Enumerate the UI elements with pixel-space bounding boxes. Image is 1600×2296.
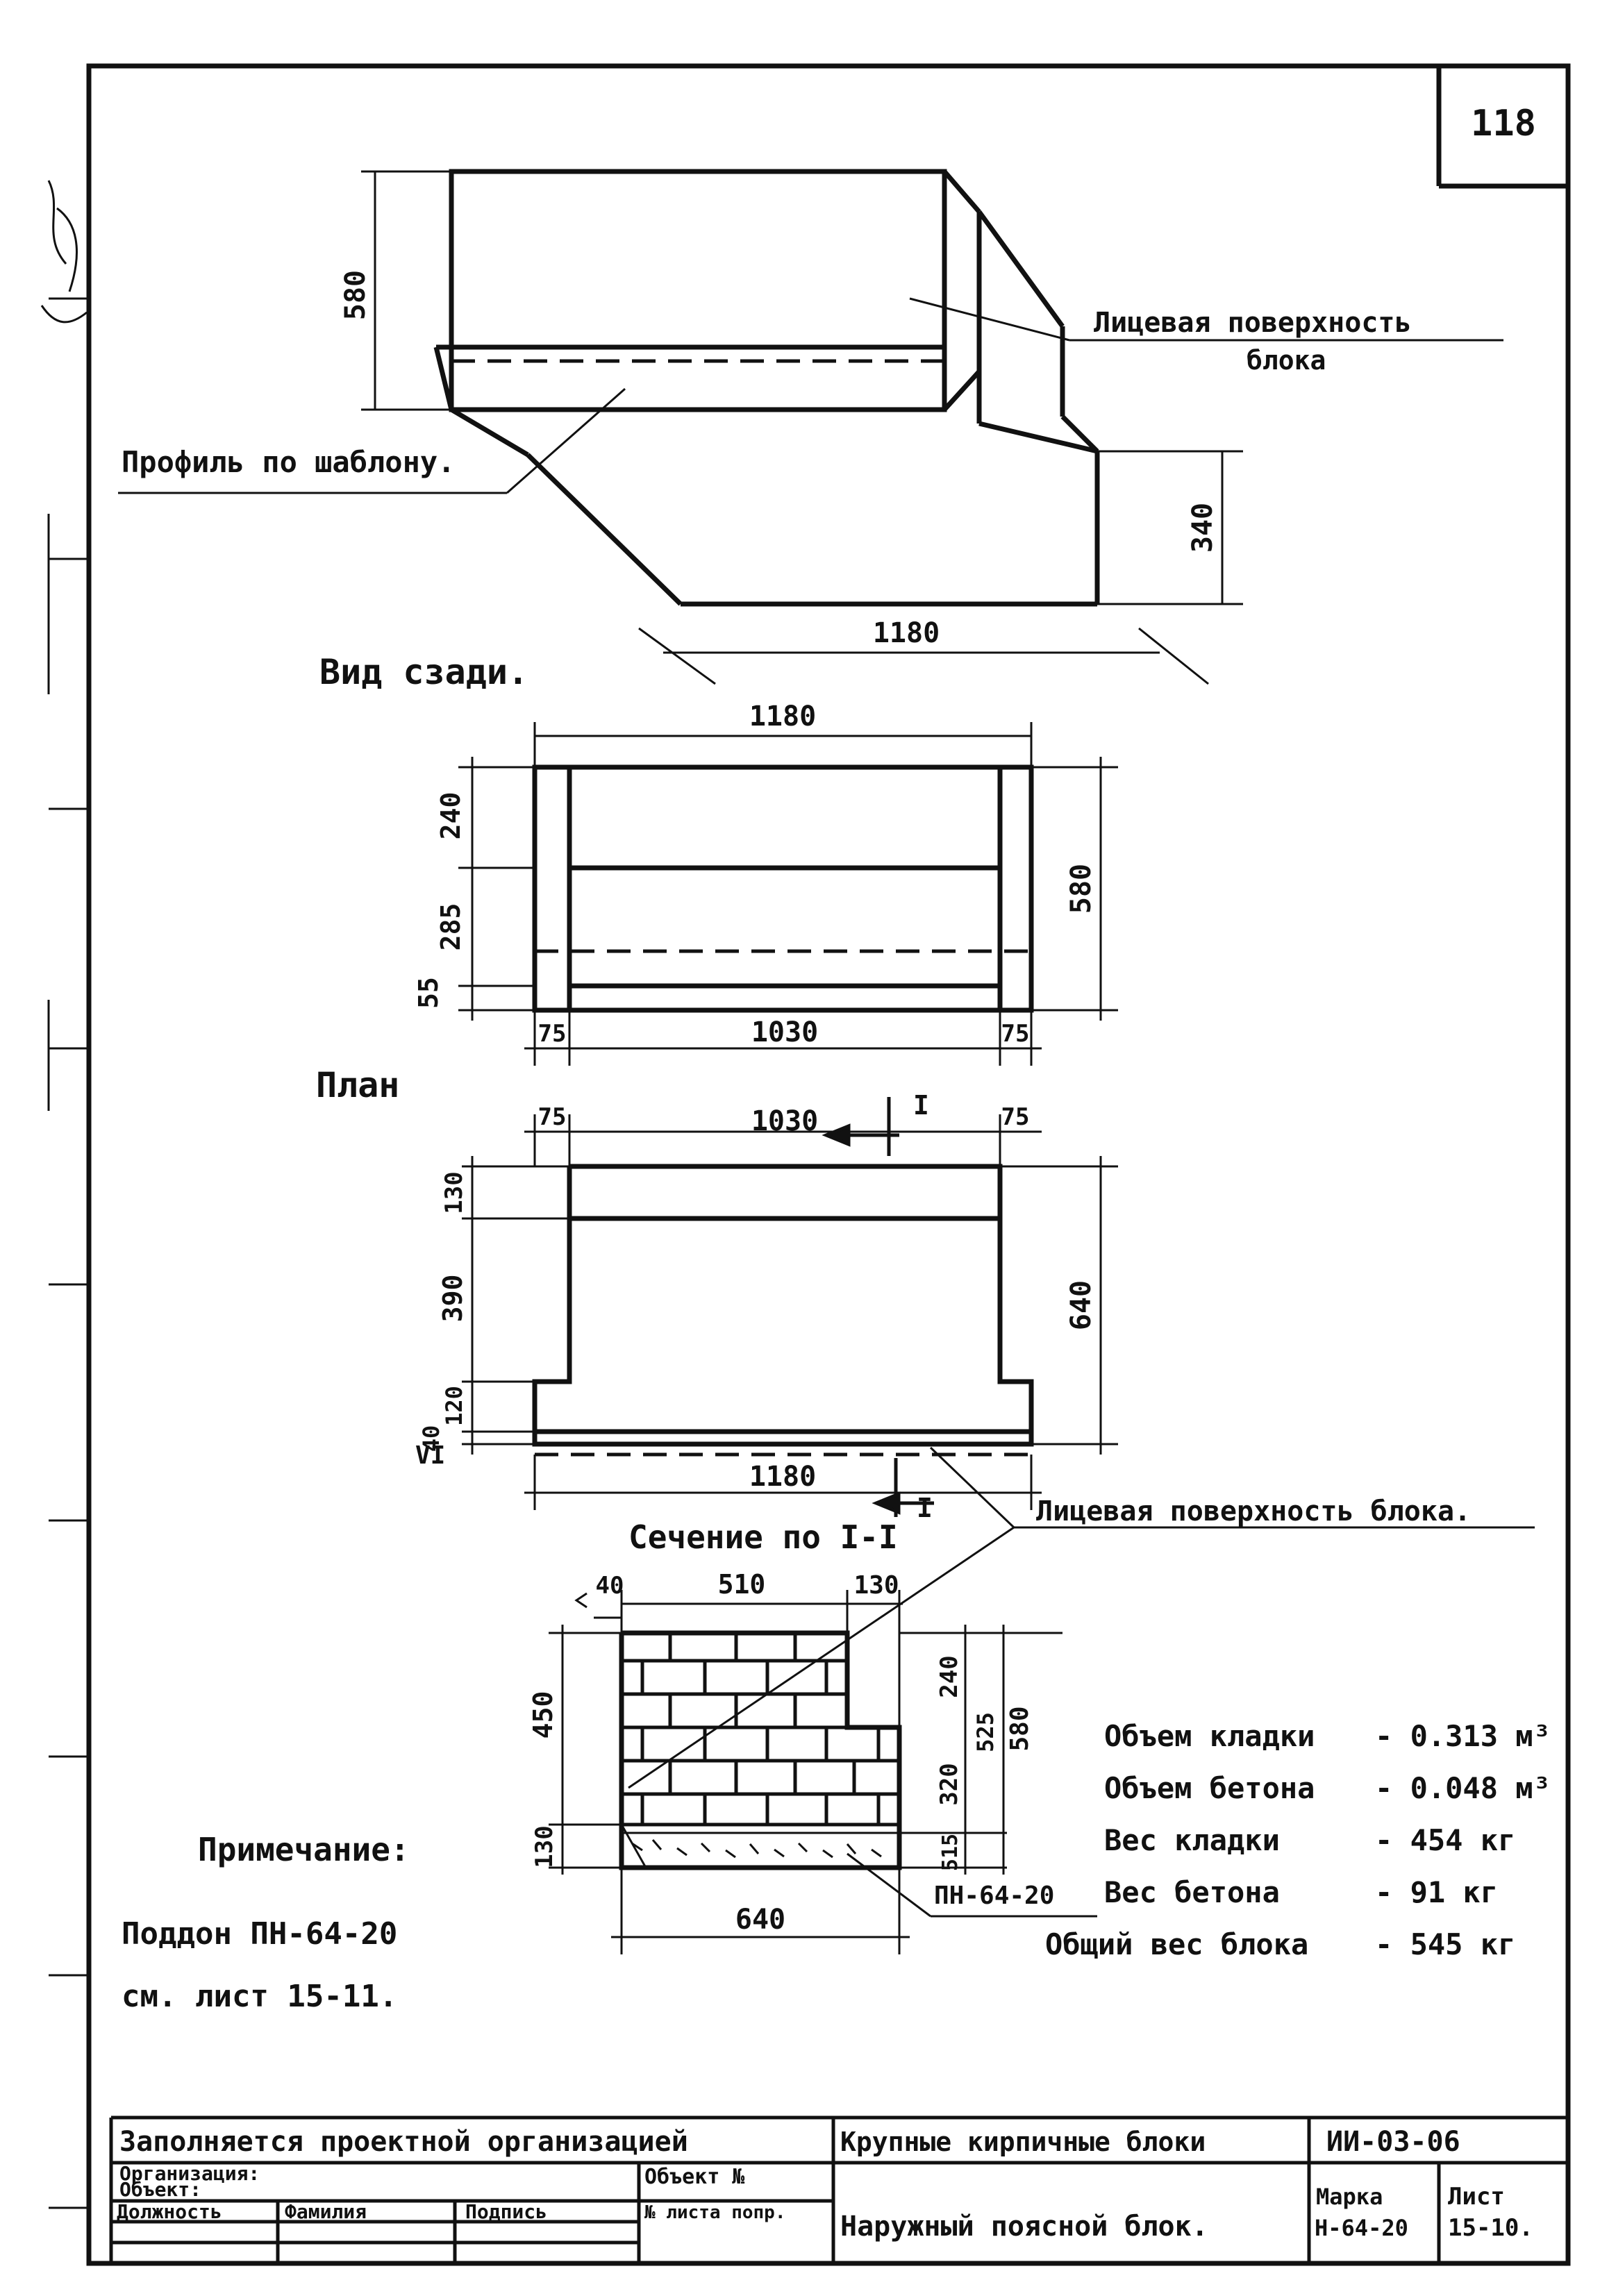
sheet-number-box: 118	[1436, 66, 1568, 189]
tb-object-no: Объект №	[644, 2165, 745, 2189]
tb-col-signature: Подпись	[465, 2200, 547, 2223]
concrete-pallet-hatch	[620, 1824, 901, 1869]
plan-dim-total: 1180	[749, 1461, 816, 1493]
plan-dim-130: 130	[440, 1171, 468, 1214]
plan-dim-v1: VI	[415, 1441, 445, 1470]
tb-mark-value: Н-64-20	[1315, 2215, 1408, 2241]
rear-dim-side-right: 75	[1001, 1020, 1030, 1048]
section-dim-510: 510	[718, 1569, 766, 1600]
tb-sheet-value: 15-10.	[1448, 2214, 1533, 2242]
rear-dim-low: 55	[413, 977, 444, 1009]
sheet-number: 118	[1471, 103, 1536, 144]
section-dim-640: 640	[735, 1904, 785, 1936]
plan-dim-side-left: 75	[538, 1103, 567, 1131]
perspective-view: 580 340 1180 Лицевая поверхность блока П…	[118, 169, 1503, 685]
tb-col-position: Должность	[117, 2200, 222, 2223]
section-dim-450: 450	[528, 1691, 558, 1739]
rear-dim-side-left: 75	[538, 1020, 567, 1048]
persp-label-face-2: блока	[1247, 345, 1326, 376]
tb-mark-label: Марка	[1316, 2184, 1383, 2210]
section-dim-130-left: 130	[531, 1825, 558, 1868]
tb-sheet-count: № листа попр.	[644, 2202, 786, 2223]
spec-label-0: Объем кладки	[1104, 1719, 1315, 1753]
tb-drawing-title: Наружный поясной блок.	[840, 2211, 1208, 2243]
spec-value-0: - 0.313 м³	[1375, 1719, 1551, 1753]
plan-dim-40: 40	[418, 1425, 444, 1452]
section-title: Сечение по I-I	[628, 1518, 898, 1556]
section-view: Сечение по I-I	[528, 1518, 1097, 1954]
note-line1: Поддон ПН-64-20	[122, 1916, 397, 1952]
section-dim-40: 40	[596, 1572, 624, 1600]
tb-organization: Организация:	[119, 2162, 260, 2185]
plan-dim-side-right: 75	[1001, 1103, 1030, 1131]
margin-signature	[40, 180, 89, 324]
plan-view: План	[316, 1065, 1535, 1529]
plan-dim-390: 390	[438, 1275, 468, 1323]
rear-dim-left: 240	[435, 792, 466, 840]
section-dim-240: 240	[935, 1655, 963, 1698]
section-cut-mark-top	[822, 1097, 899, 1156]
spec-label-2: Вес кладки	[1104, 1823, 1280, 1857]
tb-series-title: Крупные кирпичные блоки	[840, 2127, 1206, 2157]
spec-value-2: - 454 кг	[1375, 1823, 1515, 1857]
tb-org-fill: Заполняется проектной организацией	[119, 2126, 688, 2158]
tb-sheet-label: Лист	[1448, 2183, 1505, 2211]
tb-col-surname: Фамилия	[285, 2200, 367, 2223]
binding-strip	[47, 514, 89, 2209]
plan-dim-center: 1030	[751, 1105, 818, 1137]
rear-dim-mid: 285	[435, 903, 466, 951]
note-title: Примечание:	[198, 1831, 410, 1868]
tb-object: Объект:	[119, 2178, 201, 2201]
spec-label-1: Объем бетона	[1104, 1771, 1315, 1805]
persp-dim-step: 340	[1187, 503, 1219, 553]
plan-dim-120: 120	[441, 1386, 467, 1426]
spec-label-3: Вес бетона	[1104, 1875, 1280, 1909]
spec-label-4: Общий вес блока	[1045, 1927, 1308, 1961]
spec-value-1: - 0.048 м³	[1375, 1771, 1551, 1805]
rear-dim-center: 1030	[751, 1016, 818, 1048]
rear-view: Вид сзади. 1180 240	[319, 652, 1118, 1066]
plan-title: План	[316, 1065, 399, 1105]
section-pallet-label: ПН-64-20	[934, 1882, 1054, 1910]
rear-dim-total: 1180	[749, 701, 816, 732]
section-dim-320: 320	[935, 1763, 963, 1805]
persp-dim-height: 580	[340, 270, 372, 320]
rear-view-title: Вид сзади.	[319, 652, 528, 692]
section-cut-mark-bottom	[872, 1458, 934, 1517]
section-dim-515: 515	[938, 1834, 962, 1871]
section-dim-130-top: 130	[853, 1571, 899, 1600]
persp-label-profile: Профиль по шаблону.	[122, 445, 455, 479]
plan-section-mark-top: I	[913, 1090, 929, 1121]
section-dim-525: 525	[972, 1712, 999, 1752]
plan-dim-depth: 640	[1065, 1280, 1097, 1330]
plan-section-mark-bottom: I	[917, 1493, 933, 1523]
brick-courses	[622, 1633, 899, 1827]
persp-dim-length: 1180	[873, 617, 940, 649]
specs-list: Объем кладки - 0.313 м³ Объем бетона - 0…	[1045, 1719, 1551, 1961]
plan-label-face: Лицевая поверхность блока.	[1036, 1495, 1471, 1527]
section-dim-580: 580	[1006, 1706, 1034, 1751]
persp-label-face-1: Лицевая поверхность	[1094, 307, 1412, 339]
sheet-frame	[86, 63, 1571, 2266]
spec-value-3: - 91 кг	[1375, 1875, 1498, 1909]
tb-series-code: ИИ-03-06	[1326, 2126, 1460, 2158]
title-block: Заполняется проектной организацией Орган…	[109, 2115, 1568, 2263]
rear-dim-height: 580	[1065, 864, 1097, 914]
spec-value-4: - 545 кг	[1375, 1927, 1515, 1961]
note-line2: см. лист 15-11.	[122, 1979, 397, 2014]
note-block: Примечание: Поддон ПН-64-20 см. лист 15-…	[122, 1831, 410, 2014]
